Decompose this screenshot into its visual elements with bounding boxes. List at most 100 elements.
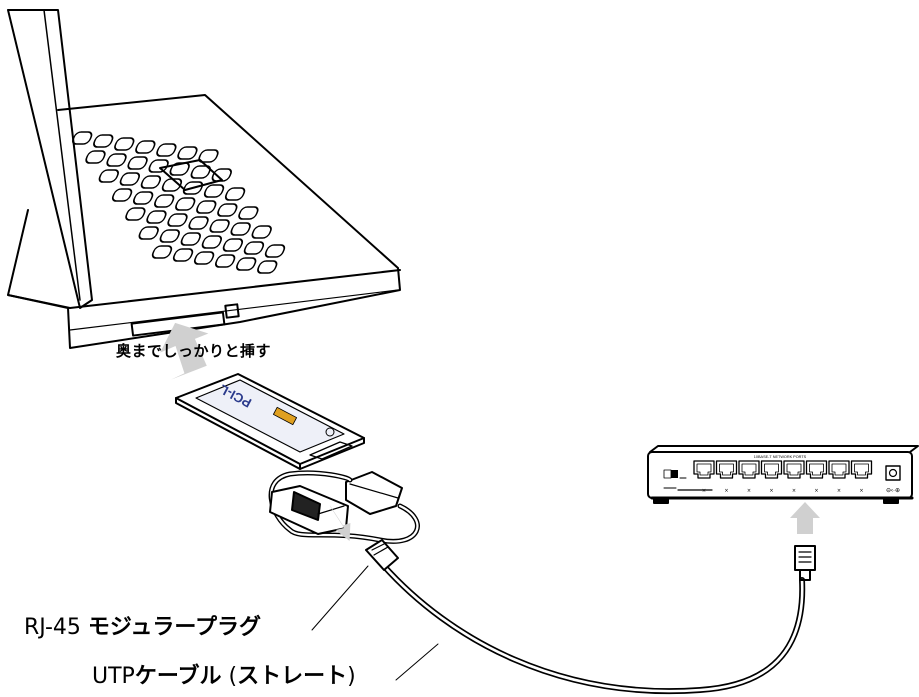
rj45-name: モジュラープラグ bbox=[87, 615, 262, 640]
keyboard-key bbox=[167, 213, 188, 227]
switch-port bbox=[850, 460, 873, 479]
keyboard-key bbox=[182, 181, 204, 195]
switch-port-inner bbox=[764, 463, 779, 476]
switch-port bbox=[805, 460, 828, 479]
keyboard-key bbox=[151, 245, 173, 259]
keyboard-key bbox=[93, 134, 114, 148]
keyboard-key bbox=[243, 241, 265, 255]
card-badge bbox=[273, 406, 297, 426]
switch-port bbox=[715, 460, 738, 479]
utp-cable bbox=[380, 562, 806, 694]
switch-port bbox=[783, 460, 805, 479]
keyboard-key bbox=[72, 131, 93, 145]
switch-port bbox=[693, 460, 715, 479]
keyboard-key bbox=[138, 226, 159, 240]
keyboard-key bbox=[154, 194, 175, 208]
network-switch: 10BASE-T NETWORK PORTS ⊖‹·⊕ ×××××××× bbox=[647, 445, 919, 504]
keyboard-key bbox=[196, 200, 217, 214]
switch-ports: ×××××××× bbox=[693, 460, 873, 494]
switch-port-inner bbox=[786, 463, 802, 476]
rj45-plug-left bbox=[365, 539, 399, 571]
switch-port-inner bbox=[719, 463, 734, 476]
keyboard-key bbox=[224, 187, 246, 201]
switch-insert-arrow bbox=[790, 502, 820, 534]
keyboard-key bbox=[251, 225, 272, 239]
keyboard-key bbox=[132, 191, 154, 205]
utp-cable-label: UTPケーブル (ストレート) bbox=[92, 666, 356, 688]
laptop-screen-edge bbox=[7, 9, 93, 309]
switch-port bbox=[760, 460, 783, 479]
keyboard-key bbox=[127, 156, 148, 170]
port-indicator: × bbox=[702, 488, 706, 494]
svg-text:⊖‹·⊕: ⊖‹·⊕ bbox=[886, 488, 900, 494]
rj45-prefix: RJ-45 bbox=[24, 615, 88, 640]
utp-paren-open: ( bbox=[221, 664, 238, 689]
switch-port-inner bbox=[831, 463, 847, 476]
plug-insert-arrow bbox=[329, 504, 351, 541]
lan-adapter bbox=[268, 470, 420, 544]
port-indicator: × bbox=[747, 488, 751, 494]
keyboard-key bbox=[222, 238, 244, 252]
switch-port-inner bbox=[741, 463, 757, 476]
keyboard-key bbox=[211, 168, 232, 182]
keyboard-key bbox=[140, 175, 162, 189]
keyboard-key bbox=[119, 172, 140, 186]
keyboard-key bbox=[238, 206, 259, 220]
utp-paren-close: ) bbox=[347, 664, 356, 689]
keyboard-key bbox=[169, 162, 190, 176]
keyboard-key bbox=[146, 210, 167, 224]
keyboard-key bbox=[161, 178, 183, 192]
keyboard-key bbox=[230, 222, 251, 236]
keyboard-key bbox=[111, 188, 133, 202]
switch-port-inner bbox=[854, 463, 869, 476]
keyboard-key bbox=[236, 257, 257, 271]
port-indicator: × bbox=[859, 488, 863, 494]
keyboard-key bbox=[217, 203, 238, 217]
pc-card: PCI-L bbox=[175, 373, 365, 470]
rj45-plug-right bbox=[794, 545, 816, 581]
keyboard-key bbox=[135, 140, 156, 154]
insert-instruction-label: 奥までしっかりと挿す bbox=[116, 342, 272, 360]
keyboard-key bbox=[177, 146, 198, 160]
switch-port-inner bbox=[809, 463, 824, 476]
keyboard-key bbox=[264, 244, 286, 258]
power-jack bbox=[885, 465, 901, 481]
utp-prefix: UTP bbox=[92, 664, 135, 689]
utp-name: ケーブル bbox=[134, 664, 222, 689]
keyboard-key bbox=[193, 251, 215, 265]
insert-arrow bbox=[160, 322, 209, 380]
keyboard-key bbox=[85, 150, 106, 164]
laptop-keyboard bbox=[72, 131, 286, 274]
keyboard-key bbox=[175, 197, 196, 211]
keyboard-key bbox=[98, 169, 119, 183]
keyboard-key bbox=[148, 159, 169, 173]
rj45-plug-label: RJ-45 モジュラープラグ bbox=[24, 617, 261, 639]
keyboard-key bbox=[214, 254, 236, 268]
keyboard-key bbox=[198, 149, 219, 163]
switch-header: 10BASE-T NETWORK PORTS bbox=[754, 455, 807, 459]
keyboard-key bbox=[156, 143, 177, 157]
adapter-connector bbox=[345, 471, 403, 515]
port-indicator: × bbox=[837, 488, 841, 494]
keyboard-key bbox=[257, 260, 278, 274]
switch-port-inner bbox=[696, 463, 712, 476]
keyboard-key bbox=[190, 165, 211, 179]
keyboard-key bbox=[172, 248, 194, 262]
rj45-leader-line bbox=[311, 565, 369, 631]
keyboard-key bbox=[114, 137, 135, 151]
laptop bbox=[7, 9, 401, 349]
switch-port bbox=[738, 460, 760, 479]
keyboard-key bbox=[180, 232, 201, 246]
port-indicator: × bbox=[769, 488, 773, 494]
keyboard-key bbox=[125, 207, 146, 221]
keyboard-key bbox=[203, 184, 225, 198]
keyboard-key bbox=[188, 216, 209, 230]
utp-type: ストレート bbox=[237, 664, 348, 689]
keyboard-key bbox=[159, 229, 180, 243]
utp-leader-line bbox=[395, 643, 439, 681]
port-indicator: × bbox=[724, 488, 728, 494]
keyboard-key bbox=[106, 153, 127, 167]
keyboard-key bbox=[209, 219, 230, 233]
port-indicator: × bbox=[814, 488, 818, 494]
